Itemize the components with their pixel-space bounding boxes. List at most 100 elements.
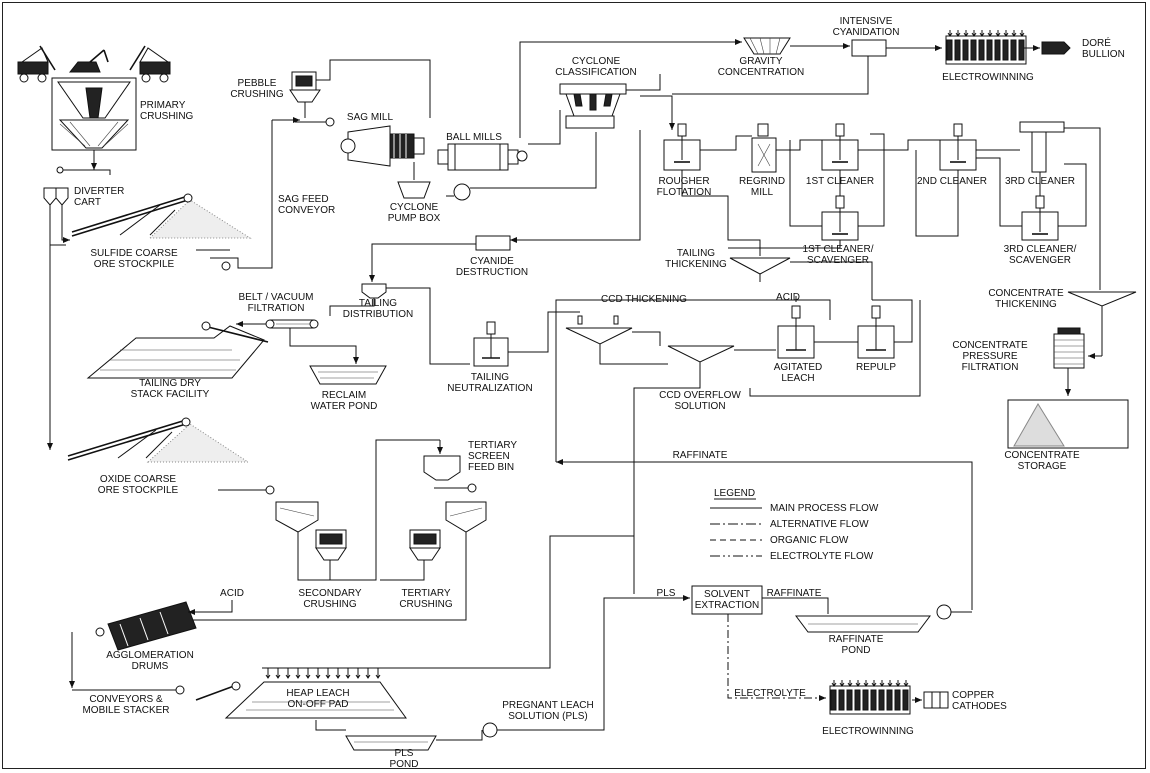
- electrowinning-cell: [994, 39, 1001, 61]
- pls-line-0: PLS: [657, 588, 676, 599]
- solution-sprinklers: [265, 668, 381, 679]
- sprinkler-drop: [345, 668, 351, 679]
- concentrate-thickening-line-0: CONCENTRATE: [988, 288, 1064, 299]
- pls-pond-line-0: PLS: [395, 748, 414, 759]
- raffinate-pump-icon: [936, 604, 952, 620]
- tailing-distribution-box: [361, 283, 387, 299]
- electrowinning-bottom-line-0: ELECTROWINNING: [822, 726, 914, 737]
- cell-feed-arrow: [887, 680, 893, 687]
- mobile-stacker: [195, 685, 235, 701]
- electrowinning-cell: [970, 39, 977, 61]
- cyanide-destruction-unit: [475, 235, 511, 251]
- legend-title: LEGEND: [714, 488, 755, 499]
- flow-line: [329, 298, 375, 316]
- acid-leach-line-0: ACID: [776, 292, 800, 303]
- label-acid-agglomeration: ACID: [220, 588, 244, 599]
- sprinkler-drop: [305, 668, 311, 679]
- flow-line: [672, 56, 869, 95]
- second-cleaner-line-0: 2ND CLEANER: [917, 176, 987, 187]
- tertiary-screen-feed-bin: [423, 455, 461, 481]
- tailing-dry-stack-line-0: TAILING DRY: [139, 378, 201, 389]
- raffinate-pond-icon: [795, 615, 931, 633]
- tailing-neutralization-tank: [473, 321, 509, 367]
- flow-line: [858, 133, 885, 227]
- diverter-cart-icon: [43, 187, 69, 206]
- cell-feed-arrow: [995, 30, 1001, 37]
- tailing-neutralization-line-0: TAILING: [471, 372, 509, 383]
- pls-pump-icon: [482, 722, 498, 738]
- legend-item-main: MAIN PROCESS FLOW: [770, 503, 879, 514]
- first-cleaner-line-0: 1ST CLEANER: [806, 176, 874, 187]
- reclaim-water-pond-line-0: RECLAIM: [322, 390, 366, 401]
- cell-feed-arrow: [971, 30, 977, 37]
- tailing-distribution-line-1: DISTRIBUTION: [343, 309, 414, 320]
- primary-crushing-line-1: CRUSHING: [140, 111, 194, 122]
- cyclone-classification-line-0: CYCLONE: [572, 56, 621, 67]
- electrowinning-cells-bottom-icon: [829, 680, 911, 715]
- solvent-extraction-unit: [691, 585, 763, 615]
- flow-line: [640, 95, 675, 130]
- sulfide-stockpile-icon: [71, 193, 252, 239]
- concentrate-storage-icon: [1007, 399, 1129, 449]
- repulp-line-0: REPULP: [856, 362, 896, 373]
- third-cleaner-scavenger-line-0: 3RD CLEANER/: [1004, 244, 1077, 255]
- tertiary-screen-icon: [445, 501, 487, 533]
- shovel-icon: [68, 49, 109, 73]
- electrowinning-cell: [854, 689, 861, 711]
- cell-feed-arrow: [1019, 30, 1025, 37]
- flow-line: [386, 287, 470, 365]
- cell-feed-arrow: [879, 680, 885, 687]
- intensive-cyanidation-line-0: INTENSIVE: [840, 16, 893, 27]
- tertiary-crusher-icon: [409, 529, 441, 561]
- concentrate-pressure-filtration-line-1: PRESSURE: [962, 351, 1017, 362]
- label-ball-mills: BALL MILLS: [446, 132, 502, 143]
- heap-leach-pad-line-1: ON-OFF PAD: [288, 699, 349, 710]
- reclaim-pond-icon: [309, 365, 387, 385]
- label-raffinate-top: RAFFINATE: [673, 450, 728, 461]
- flow-line: [315, 720, 346, 731]
- flow-line: [508, 311, 580, 353]
- secondary-crusher-icon: [315, 529, 347, 561]
- ccd-thickening-line-0: CCD THICKENING: [601, 294, 687, 305]
- flow-line: [1058, 163, 1087, 227]
- flow-line: [61, 205, 70, 243]
- flow-line: [700, 135, 752, 151]
- first-cleaner-scavenger-line-0: 1ST CLEANER/: [803, 244, 874, 255]
- conveyor-belt: [62, 169, 111, 175]
- agglomeration-drum-icon: [95, 601, 197, 651]
- first-cleaner-scavenger-line-1: SCAVENGER: [807, 255, 869, 266]
- sag-feed-conveyor-line-0: SAG FEED: [278, 194, 329, 205]
- tertiary-crushing-line-0: TERTIARY: [401, 588, 450, 599]
- sprinkler-drop: [265, 668, 271, 679]
- electrowinning-cell: [830, 689, 837, 711]
- label-conveyors-stacker: CONVEYORS &MOBILE STACKER: [82, 694, 169, 716]
- cell-feed-arrow: [979, 30, 985, 37]
- raffinate-sx-line-0: RAFFINATE: [767, 588, 822, 599]
- heap-leach-pad-line-0: HEAP LEACH: [286, 688, 349, 699]
- flow-line: [789, 140, 822, 227]
- legend-item-alternative: ALTERNATIVE FLOW: [770, 519, 869, 530]
- belt-filter-icon: [265, 319, 319, 329]
- sag-feed-conveyor-line: [210, 120, 273, 269]
- sprinkler-drop: [275, 668, 281, 679]
- raffinate-pond-line-1: POND: [842, 645, 871, 656]
- flotation-cell-second-cleaner: [939, 123, 977, 171]
- column-cell-third-cleaner: [1019, 121, 1065, 173]
- electrowinning-cell: [946, 39, 953, 61]
- pls-pond-icon: [345, 735, 437, 751]
- sprinkler-drop: [355, 668, 361, 679]
- ball-mills-line-0: BALL MILLS: [446, 132, 502, 143]
- label-second-cleaner: 2ND CLEANER: [917, 176, 987, 187]
- flow-line: [632, 331, 661, 346]
